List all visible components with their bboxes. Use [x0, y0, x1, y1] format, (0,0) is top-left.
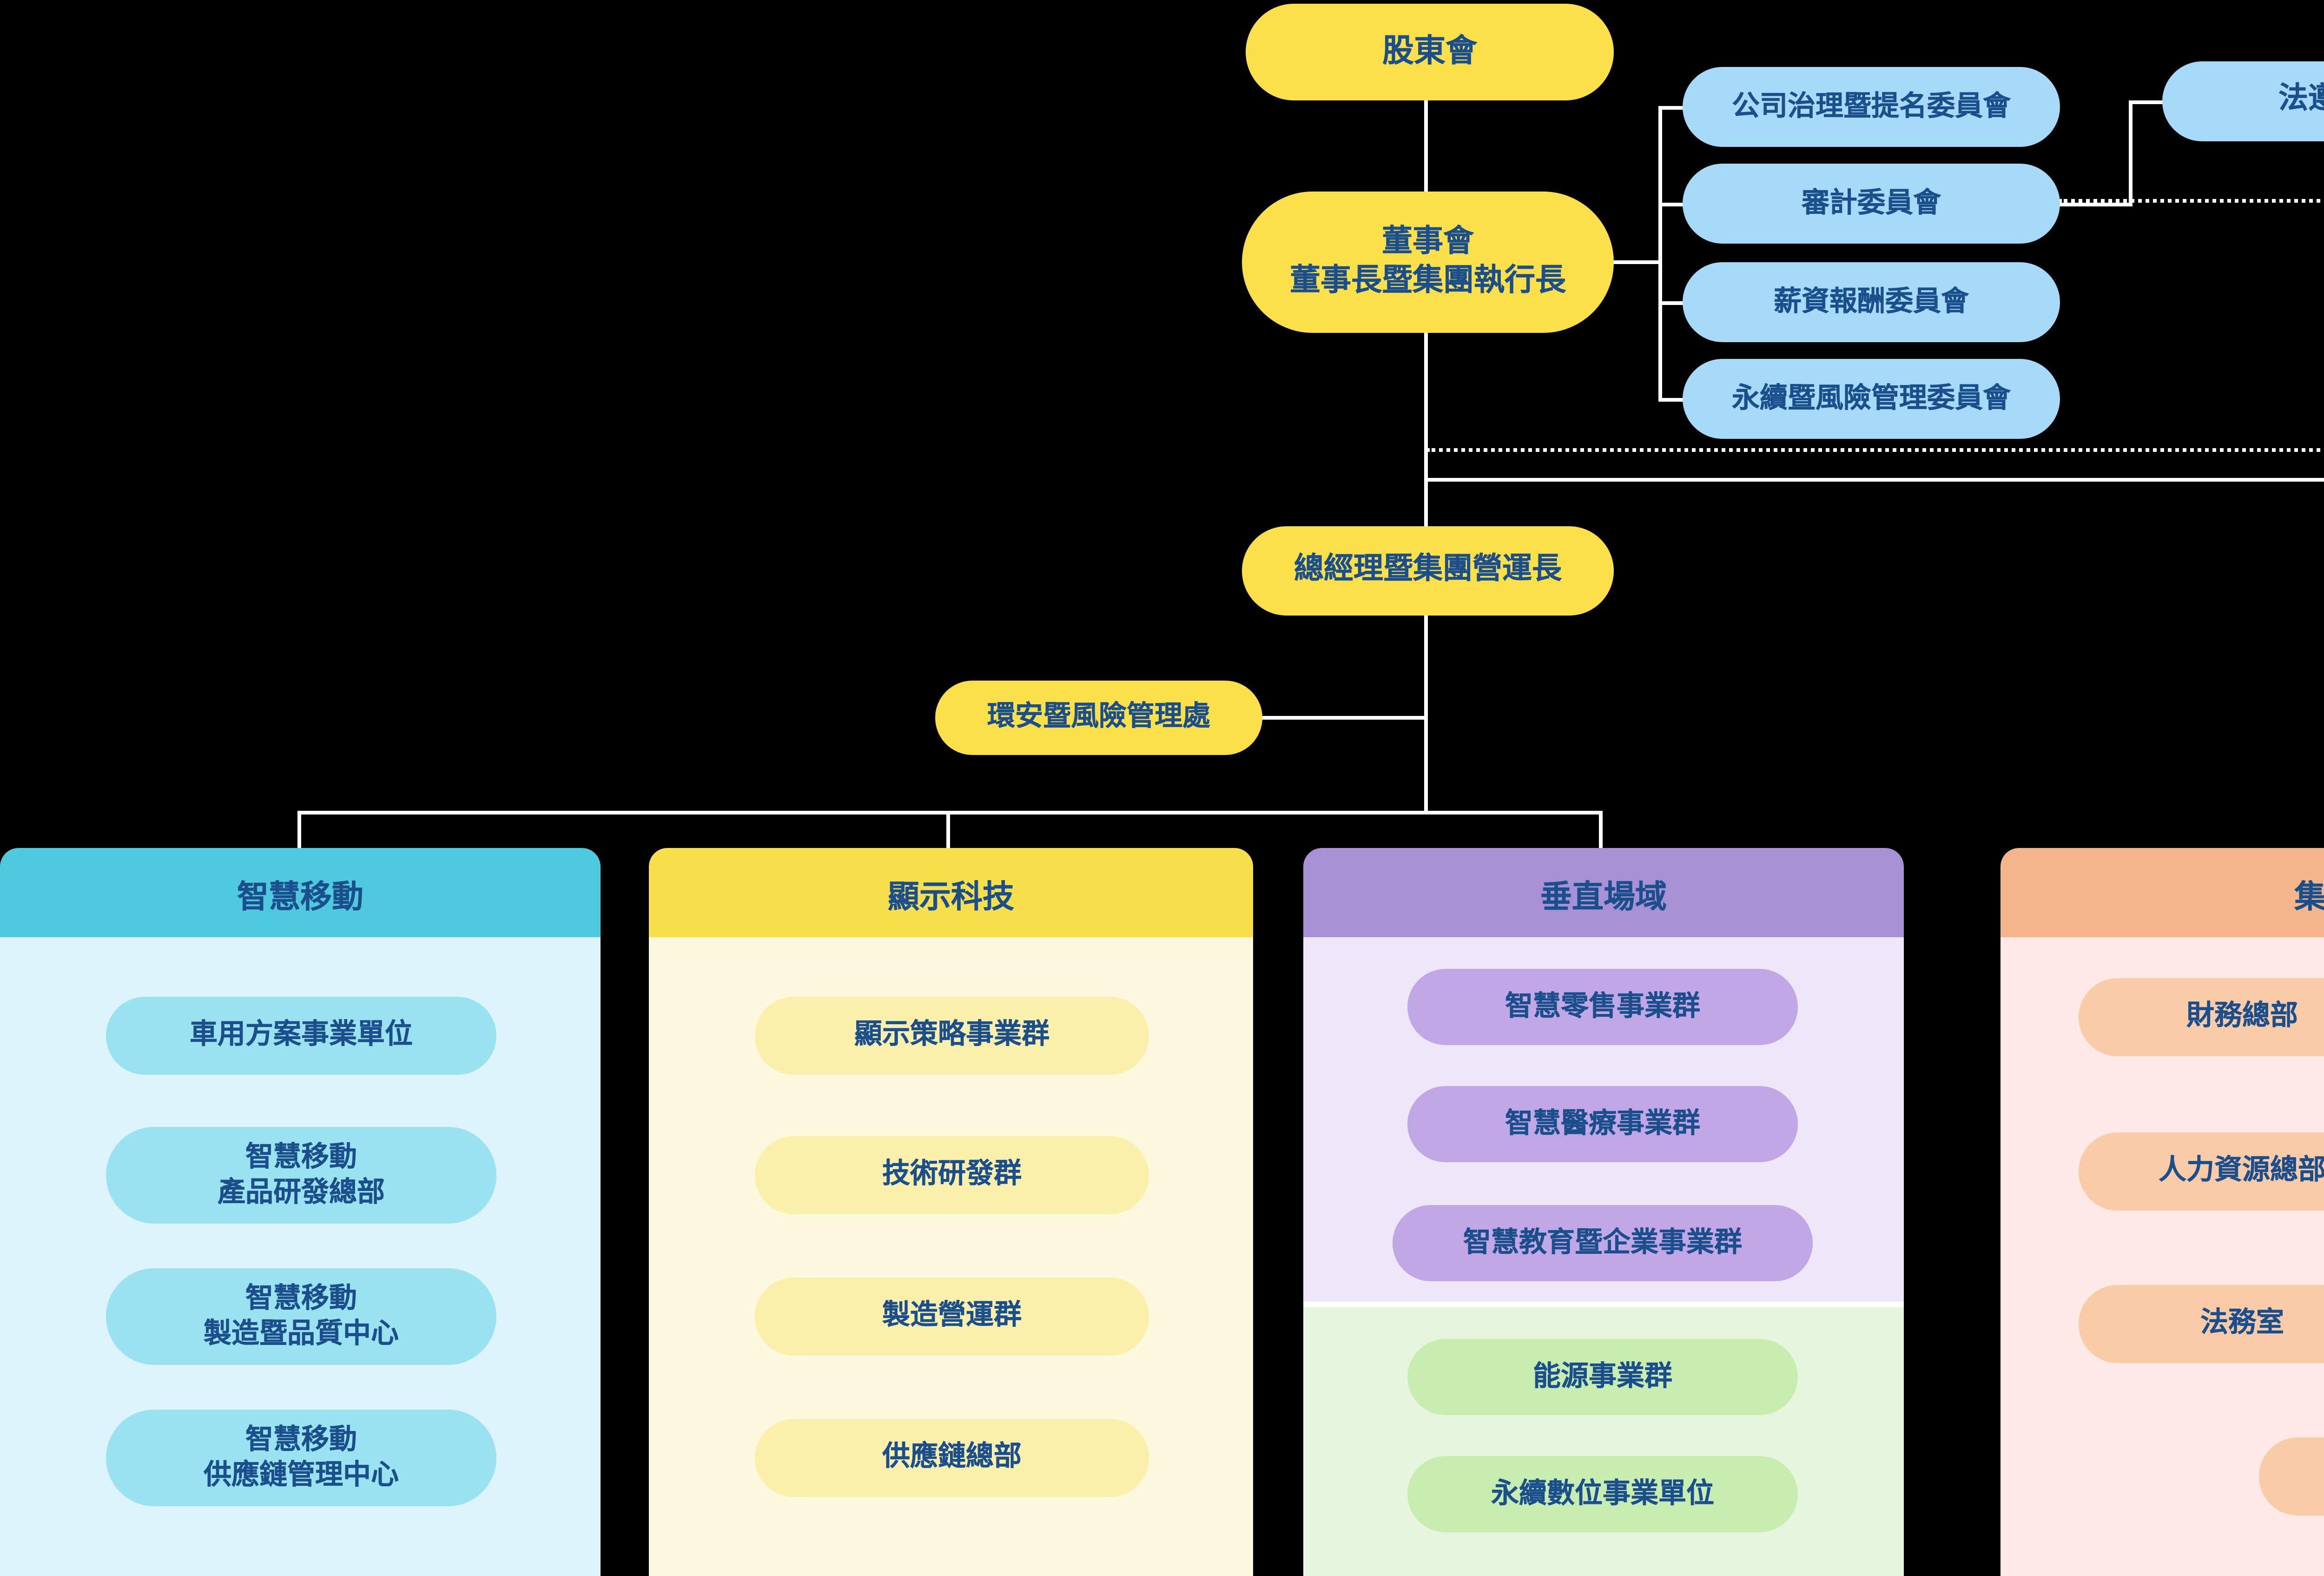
connector-branch-stub-1	[297, 811, 302, 850]
column-header-display-tech: 顯示科技	[649, 848, 1253, 937]
column-header-vertical-domains: 垂直場域	[1303, 848, 1904, 937]
connector-committee-stub-4	[1658, 398, 1684, 403]
org-node-ehs-risk: 環安暨風險管理處	[935, 681, 1262, 755]
committee-audit: 審計委員會	[1683, 164, 2060, 244]
connector-audit-right-dotted	[2058, 199, 2324, 203]
unit-smart-retail: 智慧零售事業群	[1407, 969, 1798, 1045]
column-vertical-domains: 垂直場域 智慧零售事業群 智慧醫療事業群 智慧教育暨企業事業群 能源事業群 永續…	[1303, 848, 1904, 1576]
committee-governance-nomination: 公司治理暨提名委員會	[1683, 67, 2060, 147]
column-group-support: 集團營運支援單位 財務總部 數位技術發展總部 人力資源總部 永續發展總部 法務室…	[2000, 848, 2324, 1576]
unit-legal: 法務室	[2079, 1285, 2324, 1363]
section-separator	[1303, 1302, 1904, 1307]
connector-board-president	[1424, 333, 1429, 528]
unit-sm-mfg-quality: 智慧移動 製造暨品質中心	[106, 1268, 496, 1365]
unit-tech-rd: 技術研發群	[755, 1136, 1149, 1214]
column-smart-mobility: 智慧移動 車用方案事業單位 智慧移動 產品研發總部 智慧移動 製造暨品質中心 智…	[0, 848, 601, 1576]
unit-smart-medical: 智慧醫療事業群	[1407, 1086, 1798, 1162]
connector-audit-compliance-v	[2129, 100, 2133, 206]
org-node-shareholders: 股東會	[1246, 4, 1614, 100]
unit-sustainable-digital: 永續數位事業單位	[1407, 1456, 1798, 1532]
connector-audit-compliance-h2	[2129, 100, 2166, 105]
org-node-president-coo: 總經理暨集團營運長	[1242, 526, 1614, 616]
committee-sustainability-risk: 永續暨風險管理委員會	[1683, 359, 2060, 439]
connector-branch-stub-3	[1599, 811, 1604, 850]
connector-board-support-h	[1426, 478, 2324, 483]
org-node-board: 董事會 董事長暨集團執行長	[1242, 192, 1614, 333]
unit-hr: 人力資源總部	[2079, 1132, 2324, 1211]
unit-automotive-solutions: 車用方案事業單位	[106, 997, 496, 1075]
unit-supply-chain-hq: 供應鏈總部	[755, 1419, 1149, 1497]
unit-display-strategy: 顯示策略事業群	[755, 997, 1149, 1075]
connector-committee-bracket	[1658, 106, 1663, 402]
connector-compliance-dotted-h2	[1426, 448, 2324, 452]
org-node-chief-compliance: 法遵總顧問	[2162, 61, 2324, 141]
connector-president-branch	[1424, 614, 1429, 814]
connector-shareholders-board	[1424, 100, 1429, 193]
connector-committee-stub-3	[1658, 301, 1684, 306]
unit-sm-product-rd: 智慧移動 產品研發總部	[106, 1127, 496, 1224]
connector-ehs	[1261, 716, 1428, 721]
connector-audit-compliance-h1	[2058, 203, 2133, 207]
column-display-tech: 顯示科技 顯示策略事業群 技術研發群 製造營運群 供應鏈總部	[649, 848, 1253, 1576]
connector-committee-stub-2	[1658, 203, 1684, 207]
unit-audit-management: 稽核管理處	[2259, 1437, 2324, 1516]
unit-smart-edu-enterprise: 智慧教育暨企業事業群	[1393, 1205, 1813, 1281]
committee-compensation: 薪資報酬委員會	[1683, 262, 2060, 342]
column-header-group-support: 集團營運支援單位	[2000, 848, 2324, 937]
connector-committee-stub-1	[1658, 106, 1684, 111]
column-header-smart-mobility: 智慧移動	[0, 848, 601, 937]
unit-finance: 財務總部	[2079, 978, 2324, 1056]
unit-energy: 能源事業群	[1407, 1339, 1798, 1415]
connector-board-bracket	[1614, 260, 1662, 265]
unit-mfg-operations: 製造營運群	[755, 1278, 1149, 1356]
connector-branch-stub-2	[946, 811, 951, 850]
unit-sm-supply-chain: 智慧移動 供應鏈管理中心	[106, 1410, 496, 1506]
